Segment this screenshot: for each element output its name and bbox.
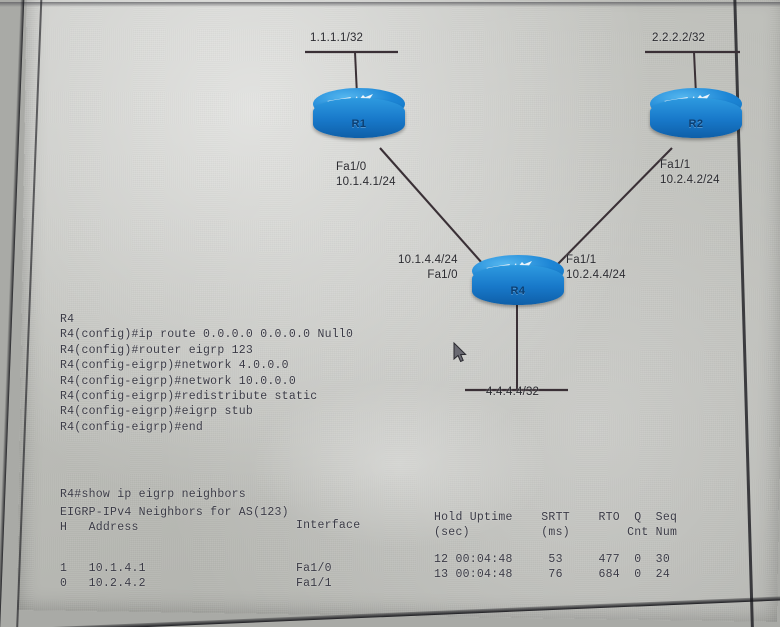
router-r2[interactable]: R2 xyxy=(650,88,742,144)
link-r2-r4 xyxy=(551,147,673,271)
cli-metrics-column-rows: 12 00:04:48 53 477 0 30 13 00:04:48 76 6… xyxy=(434,553,670,582)
r4-left-interface-ip: 10.1.4.4/24 xyxy=(398,254,458,266)
r2-loopback-label: 2.2.2.2/32 xyxy=(652,32,706,44)
r4-right-interface-labels: Fa1/1 10.2.4.4/24 xyxy=(566,253,626,283)
cli-neighbors-rows-left: 1 10.1.4.1 0 10.2.4.2 xyxy=(60,562,146,591)
r2-interface-name: Fa1/1 xyxy=(660,159,691,171)
r1-interface-ip: 10.1.4.1/24 xyxy=(336,176,396,188)
router-r2-label: R2 xyxy=(688,118,704,130)
link-r1-r4 xyxy=(379,147,491,273)
router-r1-label: R1 xyxy=(351,118,367,130)
page-edge-top xyxy=(0,2,780,7)
cli-show-command: R4#show ip eigrp neighbors xyxy=(60,488,246,501)
router-r4[interactable]: R4 xyxy=(472,255,564,311)
router-r4-body xyxy=(472,265,564,305)
r4-right-interface-name: Fa1/1 xyxy=(566,254,597,266)
r2-loopback-drop xyxy=(693,51,697,96)
r4-loopback-label: 4.4.4.4/32 xyxy=(486,386,540,398)
router-r4-label: R4 xyxy=(510,285,526,297)
r1-interface-labels: Fa1/0 10.1.4.1/24 xyxy=(336,160,396,190)
cli-interface-column-header: Interface xyxy=(296,519,361,532)
mouse-cursor xyxy=(453,342,467,363)
router-r1-body xyxy=(313,98,405,138)
r4-right-interface-ip: 10.2.4.4/24 xyxy=(566,269,626,281)
r1-loopback-label: 1.1.1.1/32 xyxy=(310,32,364,44)
r2-interface-ip: 10.2.4.2/24 xyxy=(660,174,720,186)
cli-interface-column-rows: Fa1/0 Fa1/1 xyxy=(296,562,332,591)
r4-left-interface-name: Fa1/0 xyxy=(427,269,458,281)
r4-left-interface-labels: 10.1.4.4/24 Fa1/0 xyxy=(398,253,458,283)
r1-interface-name: Fa1/0 xyxy=(336,161,367,173)
cli-neighbors-header: EIGRP-IPv4 Neighbors for AS(123) H Addre… xyxy=(60,506,289,535)
r2-interface-labels: Fa1/1 10.2.4.2/24 xyxy=(660,158,720,188)
r1-loopback-drop xyxy=(354,51,358,96)
router-r2-body xyxy=(650,98,742,138)
router-r1[interactable]: R1 xyxy=(313,88,405,144)
cli-metrics-column-header: Hold Uptime SRTT RTO Q Seq (sec) (ms) Cn… xyxy=(434,511,678,540)
cli-config-transcript: R4 R4(config)#ip route 0.0.0.0 0.0.0.0 N… xyxy=(60,313,354,434)
